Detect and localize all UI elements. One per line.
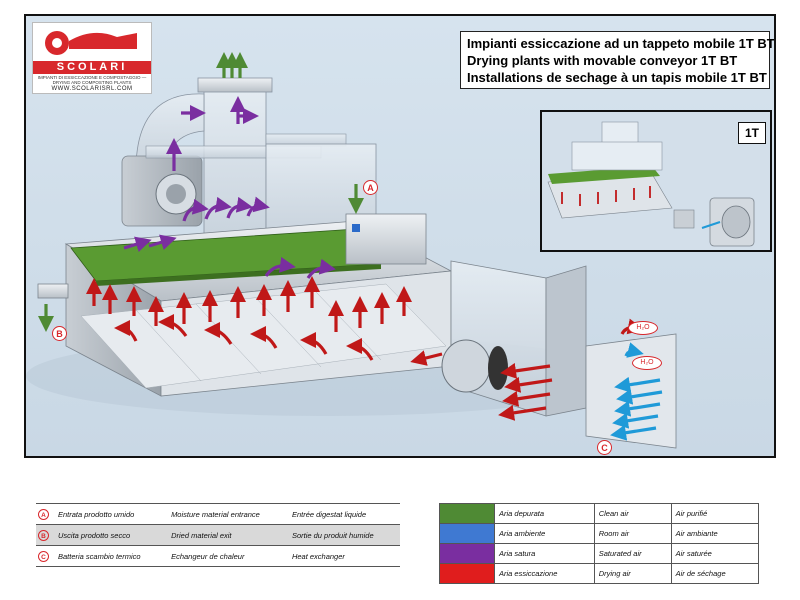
air-fr: Air ambiante [670, 523, 760, 544]
air-it: Aria satura [494, 543, 595, 564]
air-fr: Air saturée [670, 543, 760, 564]
diagram-frame: 1T SCOLARI IMPIANTI DI ESSICCAZIONE E CO… [24, 14, 776, 458]
inset-illustration [547, 121, 755, 247]
callout-c: C [597, 440, 612, 455]
swatch-saturated-air [440, 544, 494, 563]
inset-1t-view: 1T [540, 110, 772, 252]
legend-fr: Sortie du produit humide [291, 530, 374, 540]
air-row-drying: Aria essiccazione Drying air Air de séch… [439, 563, 760, 584]
callout-a: A [363, 180, 378, 195]
logo-tagline: IMPIANTI DI ESSICCAZIONE E COMPOSTAGGIO … [37, 75, 147, 85]
air-en: Drying air [593, 563, 672, 584]
logo-website: WWW.SCOLARISRL.COM [51, 86, 133, 92]
air-it: Aria depurata [494, 503, 595, 524]
title-french: Installations de sechage à un tapis mobi… [467, 70, 767, 85]
logo-brand: SCOLARI [33, 61, 151, 74]
legend-it: Uscita prodotto secco [58, 530, 131, 540]
title-english: Drying plants with movable conveyor 1T B… [467, 53, 738, 68]
legend-fr: Heat exchanger [291, 551, 345, 561]
legend-en: Moisture material entrance [171, 509, 260, 519]
plant-illustration [26, 52, 677, 449]
air-en: Room air [593, 523, 672, 544]
legend-it: Entrata prodotto umido [58, 509, 135, 519]
air-fr: Air purifié [670, 503, 760, 524]
air-en: Saturated air [593, 543, 672, 564]
swatch-clean-air [440, 504, 494, 523]
swatch-drying-air [440, 564, 494, 583]
air-legend: Aria depurata Clean air Air purifié Aria… [439, 503, 760, 584]
title-box: Impianti essiccazione ad un tappeto mobi… [460, 31, 775, 89]
legend-en: Dried material exit [171, 530, 232, 540]
air-row-clean: Aria depurata Clean air Air purifié [439, 503, 760, 524]
legend-row-a: A Entrata prodotto umido Moisture materi… [36, 503, 400, 525]
scolari-logo: SCOLARI IMPIANTI DI ESSICCAZIONE E COMPO… [32, 22, 152, 94]
air-row-saturated: Aria satura Saturated air Air saturée [439, 543, 760, 564]
air-it: Aria essiccazione [494, 563, 595, 584]
air-en: Clean air [593, 503, 672, 524]
legend-fr: Entrée digestat liquide [291, 509, 367, 519]
air-row-room: Aria ambiente Room air Air ambiante [439, 523, 760, 544]
legend-key-c: C [38, 550, 49, 562]
h2o-label-2: H₂O [632, 356, 662, 370]
legend-key-a: A [38, 508, 49, 520]
title-italian: Impianti essiccazione ad un tappeto mobi… [467, 36, 775, 51]
callout-b: B [52, 326, 67, 341]
air-fr: Air de séchage [670, 563, 760, 584]
air-it: Aria ambiente [494, 523, 595, 544]
logo-mark [45, 31, 137, 55]
swatch-room-air [440, 524, 494, 543]
legend-key-b: B [38, 529, 49, 541]
inset-badge: 1T [738, 122, 766, 144]
legend-row-c: C Batteria scambio termico Echangeur de … [36, 546, 400, 567]
legend-row-b: B Uscita prodotto secco Dried material e… [36, 524, 400, 546]
legend-it: Batteria scambio termico [58, 551, 141, 561]
points-legend: A Entrata prodotto umido Moisture materi… [36, 503, 400, 567]
legend-en: Echangeur de chaleur [171, 551, 245, 561]
h2o-label-1: H₂O [628, 321, 658, 335]
